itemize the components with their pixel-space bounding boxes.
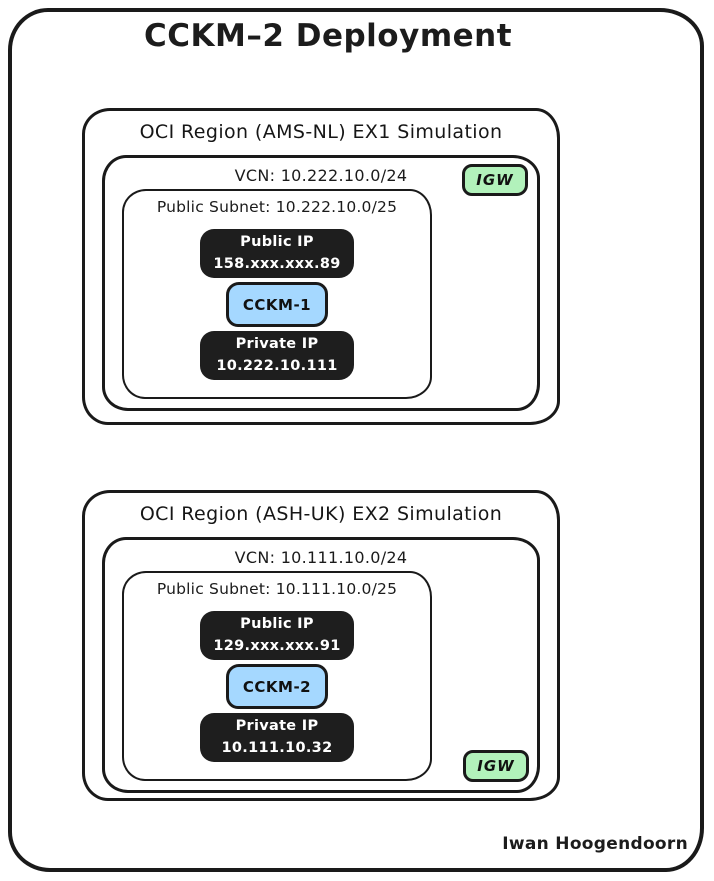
public-subnet-label: Public Subnet: 10.222.10.0/25 [156, 198, 398, 216]
region-box-ams-nl: OCI Region (AMS-NL) EX1 Simulation VCN: … [82, 108, 560, 425]
instance-stack: Public IP 158.xxx.xxx.89 CCKM-1 Private … [124, 229, 430, 380]
cckm-instance-node: CCKM-2 [226, 664, 328, 709]
public-ip-chip: Public IP 129.xxx.xxx.91 [200, 611, 354, 660]
igw-badge: IGW [463, 750, 529, 782]
region-title: OCI Region (ASH-UK) EX2 Simulation [139, 503, 503, 525]
public-ip-value: 129.xxx.xxx.91 [213, 637, 341, 654]
igw-label: IGW [477, 757, 515, 775]
private-ip-label: Private IP [235, 718, 319, 735]
cckm-instance-label: CCKM-2 [242, 677, 312, 696]
region-box-ash-uk: OCI Region (ASH-UK) EX2 Simulation VCN: … [82, 490, 560, 801]
public-ip-label: Public IP [240, 234, 314, 251]
page-title: CCKM–2 Deployment [144, 18, 513, 54]
public-subnet-box: Public Subnet: 10.111.10.0/25 Public IP … [122, 571, 432, 781]
public-subnet-label: Public Subnet: 10.111.10.0/25 [156, 580, 398, 598]
cckm-instance-label: CCKM-1 [242, 295, 312, 314]
public-ip-value: 158.xxx.xxx.89 [213, 255, 341, 272]
public-ip-label: Public IP [240, 616, 314, 633]
private-ip-chip: Private IP 10.222.10.111 [200, 331, 354, 380]
private-ip-value: 10.111.10.32 [221, 739, 333, 756]
region-title: OCI Region (AMS-NL) EX1 Simulation [139, 121, 503, 143]
igw-badge: IGW [462, 164, 528, 196]
private-ip-label: Private IP [235, 336, 319, 353]
public-subnet-box: Public Subnet: 10.222.10.0/25 Public IP … [122, 189, 432, 399]
private-ip-value: 10.222.10.111 [216, 357, 338, 374]
vcn-box: VCN: 10.222.10.0/24 IGW Public Subnet: 1… [102, 155, 540, 411]
cckm-instance-node: CCKM-1 [226, 282, 328, 327]
public-ip-chip: Public IP 158.xxx.xxx.89 [200, 229, 354, 278]
vcn-label: VCN: 10.111.10.0/24 [234, 548, 408, 567]
instance-stack: Public IP 129.xxx.xxx.91 CCKM-2 Private … [124, 611, 430, 762]
vcn-label: VCN: 10.222.10.0/24 [234, 166, 408, 185]
vcn-box: VCN: 10.111.10.0/24 IGW Public Subnet: 1… [102, 537, 540, 793]
author-credit: Iwan Hoogendoorn [502, 834, 688, 854]
igw-label: IGW [476, 171, 514, 189]
private-ip-chip: Private IP 10.111.10.32 [200, 713, 354, 762]
